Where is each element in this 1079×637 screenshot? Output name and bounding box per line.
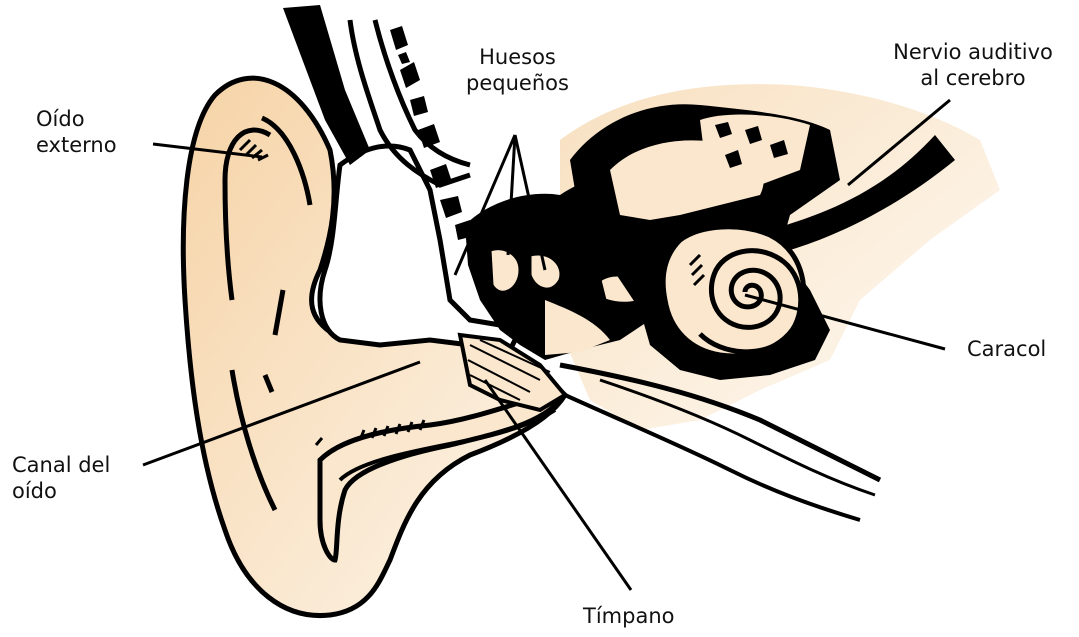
label-outer-ear-line2: externo (36, 132, 117, 158)
label-outer-ear-line1: Oído (36, 106, 117, 132)
label-outer-ear: Oído externo (36, 106, 117, 158)
label-eardrum-text: Tímpano (583, 603, 674, 629)
label-small-bones: Huesos pequeños (455, 44, 580, 96)
label-auditory-nerve-line1: Nervio auditivo (878, 39, 1068, 65)
ossicle-malleus (490, 249, 520, 293)
label-small-bones-line2: pequeños (455, 70, 580, 96)
leader-eardrum (485, 380, 631, 590)
label-cochlea: Caracol (967, 336, 1046, 362)
label-cochlea-text: Caracol (967, 336, 1046, 362)
label-auditory-nerve: Nervio auditivo al cerebro (878, 39, 1068, 91)
label-auditory-nerve-line2: al cerebro (878, 65, 1068, 91)
label-small-bones-line1: Huesos (455, 44, 580, 70)
label-ear-canal-line1: Canal del (12, 452, 110, 478)
label-ear-canal: Canal del oído (12, 452, 110, 504)
label-ear-canal-line2: oído (12, 478, 110, 504)
label-eardrum: Tímpano (583, 603, 674, 629)
